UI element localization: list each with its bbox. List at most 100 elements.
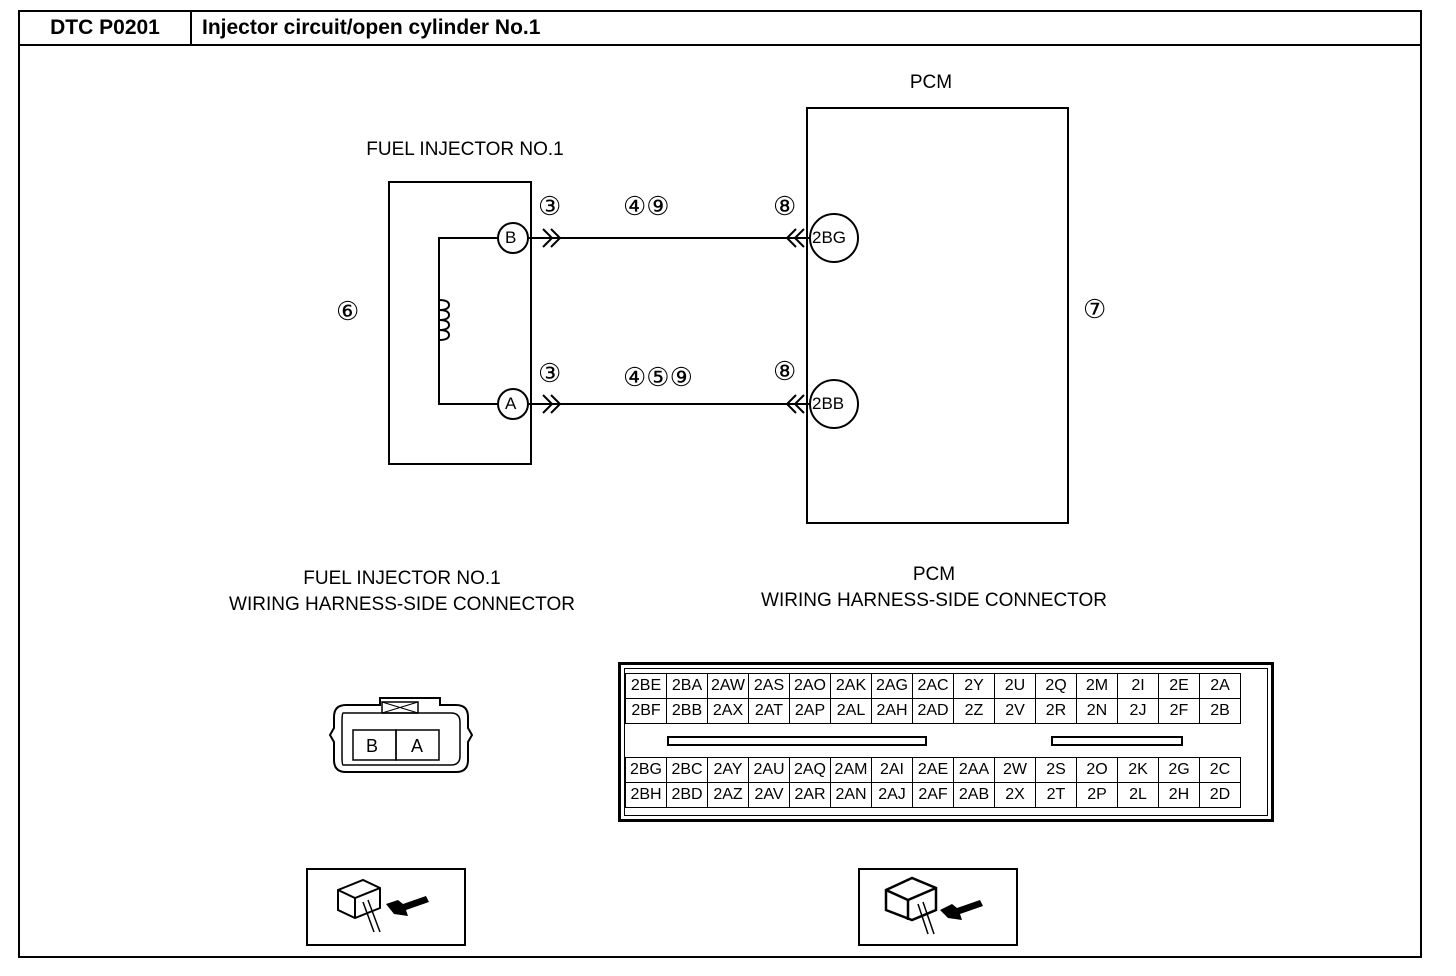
connector-pin-cell: 2AR	[789, 782, 831, 808]
connector-pin-cell: 2AM	[830, 757, 872, 783]
injector-connector-housing	[328, 697, 474, 773]
connector-pin-cell: 2L	[1117, 782, 1159, 808]
connector-pin-cell: 2AD	[912, 698, 954, 724]
injector-connector-title-2: WIRING HARNESS-SIDE CONNECTOR	[229, 594, 575, 615]
injector-label: FUEL INJECTOR NO.1	[366, 139, 564, 160]
harness-refs-top: ④⑨	[623, 191, 670, 221]
connector-pin-cell: 2AB	[953, 782, 995, 808]
page-frame: DTC P0201 Injector circuit/open cylinder…	[18, 10, 1422, 958]
connector-pin-cell: 2AI	[871, 757, 913, 783]
connector-pin-cell: 2AL	[830, 698, 872, 724]
pcm-connector-title-1: PCM	[912, 564, 956, 585]
connector-pin-cell: 2E	[1158, 673, 1200, 699]
pin-2bg-circle	[809, 213, 859, 263]
connector-pin-cell: 2W	[994, 757, 1036, 783]
connector-pin-cell: 2X	[994, 782, 1036, 808]
connector-pin-cell: 2AW	[707, 673, 749, 699]
connector-pin-cell: 2V	[994, 698, 1036, 724]
connector-pin-cell: 2AE	[912, 757, 954, 783]
coil-wire	[438, 237, 497, 300]
coil-wire-low	[438, 342, 497, 405]
pin-b-label: B	[505, 228, 517, 247]
connector-pin-cell: 2BH	[625, 782, 667, 808]
injector-pin-a: A	[411, 736, 424, 756]
connector-pin-cell: 2AC	[912, 673, 954, 699]
connector-pin-cell: 2O	[1076, 757, 1118, 783]
pcm-connector-ref-bottom: ⑧	[773, 356, 797, 386]
connector-pin-cell: 2AV	[748, 782, 790, 808]
connector-pin-cell: 2AJ	[871, 782, 913, 808]
connector-pin-cell: 2AQ	[789, 757, 831, 783]
connector-slot-right	[1051, 736, 1183, 746]
connector-pin-cell: 2AS	[748, 673, 790, 699]
pcm-connector-title-2: WIRING HARNESS-SIDE CONNECTOR	[761, 590, 1107, 611]
chevron-icon	[542, 228, 805, 414]
connector-pin-cell: 2P	[1076, 782, 1118, 808]
connector-pin-cell: 2AX	[707, 698, 749, 724]
connector-pin-cell: 2B	[1199, 698, 1241, 724]
pin-2bb-label: 2BB	[812, 394, 845, 413]
connector-pin-cell: 2BC	[666, 757, 708, 783]
pcm-connector	[618, 662, 1274, 822]
connector-pin-cell: 2AT	[748, 698, 790, 724]
connector-pin-cell: 2U	[994, 673, 1036, 699]
injector-pin-b: B	[366, 736, 379, 756]
pcm-ref: ⑦	[1083, 294, 1107, 324]
connector-pin-cell: 2BD	[666, 782, 708, 808]
connector-pin-cell: 2AG	[871, 673, 913, 699]
title-bar: DTC P0201 Injector circuit/open cylinder…	[20, 12, 1420, 46]
connector-pin-cell: 2AY	[707, 757, 749, 783]
connector-pin-cell: 2J	[1117, 698, 1159, 724]
connector-pin-cell: 2BE	[625, 673, 667, 699]
dtc-title: Injector circuit/open cylinder No.1	[202, 16, 541, 39]
connector-pin-cell: 2BF	[625, 698, 667, 724]
connector-pin-cell: 2A	[1199, 673, 1241, 699]
connector-pin-cell: 2S	[1035, 757, 1077, 783]
connector-pin-cell: 2AF	[912, 782, 954, 808]
connector-pin-cell: 2AP	[789, 698, 831, 724]
connector-pin-cell: 2M	[1076, 673, 1118, 699]
injector-box	[388, 181, 532, 465]
connector-pin-cell: 2G	[1158, 757, 1200, 783]
injector-ref: ⑥	[336, 296, 360, 326]
connector-pin-cell: 2BA	[666, 673, 708, 699]
connector-probe-icon	[858, 868, 1018, 946]
pcm-box	[806, 107, 1069, 524]
connector-pin-cell: 2AN	[830, 782, 872, 808]
pin-b-circle	[497, 222, 529, 254]
connector-pin-cell: 2Z	[953, 698, 995, 724]
connector-pin-cell: 2F	[1158, 698, 1200, 724]
connector-probe-icon	[306, 868, 466, 946]
connector-pin-cell: 2I	[1117, 673, 1159, 699]
pcm-connector-ref-top: ⑧	[773, 191, 797, 221]
connector-pin-cell: 2D	[1199, 782, 1241, 808]
connector-pin-cell: 2BG	[625, 757, 667, 783]
connector-pin-cell: 2AA	[953, 757, 995, 783]
pcm-label: PCM	[909, 72, 953, 93]
connector-pin-cell: 2AZ	[707, 782, 749, 808]
connector-pin-cell: 2AK	[830, 673, 872, 699]
connector-pin-cell: 2AU	[748, 757, 790, 783]
connector-slot-left	[667, 736, 927, 746]
connector-pin-cell: 2AH	[871, 698, 913, 724]
pin-2bg-label: 2BG	[812, 228, 847, 247]
pin-2bb-circle	[809, 379, 859, 429]
injector-connector-title-1: FUEL INJECTOR NO.1	[303, 568, 501, 589]
connector-pin-cell: 2R	[1035, 698, 1077, 724]
connector-pin-cell: 2K	[1117, 757, 1159, 783]
harness-refs-bottom: ④⑤⑨	[623, 362, 693, 392]
connector-pin-cell: 2Y	[953, 673, 995, 699]
connector-pin-cell: 2T	[1035, 782, 1077, 808]
connector-pin-cell: 2H	[1158, 782, 1200, 808]
connector-pin-cell: 2Q	[1035, 673, 1077, 699]
dtc-code: DTC P0201	[20, 12, 192, 44]
connector-ref-top: ③	[538, 191, 562, 221]
connector-pin-cell: 2BB	[666, 698, 708, 724]
